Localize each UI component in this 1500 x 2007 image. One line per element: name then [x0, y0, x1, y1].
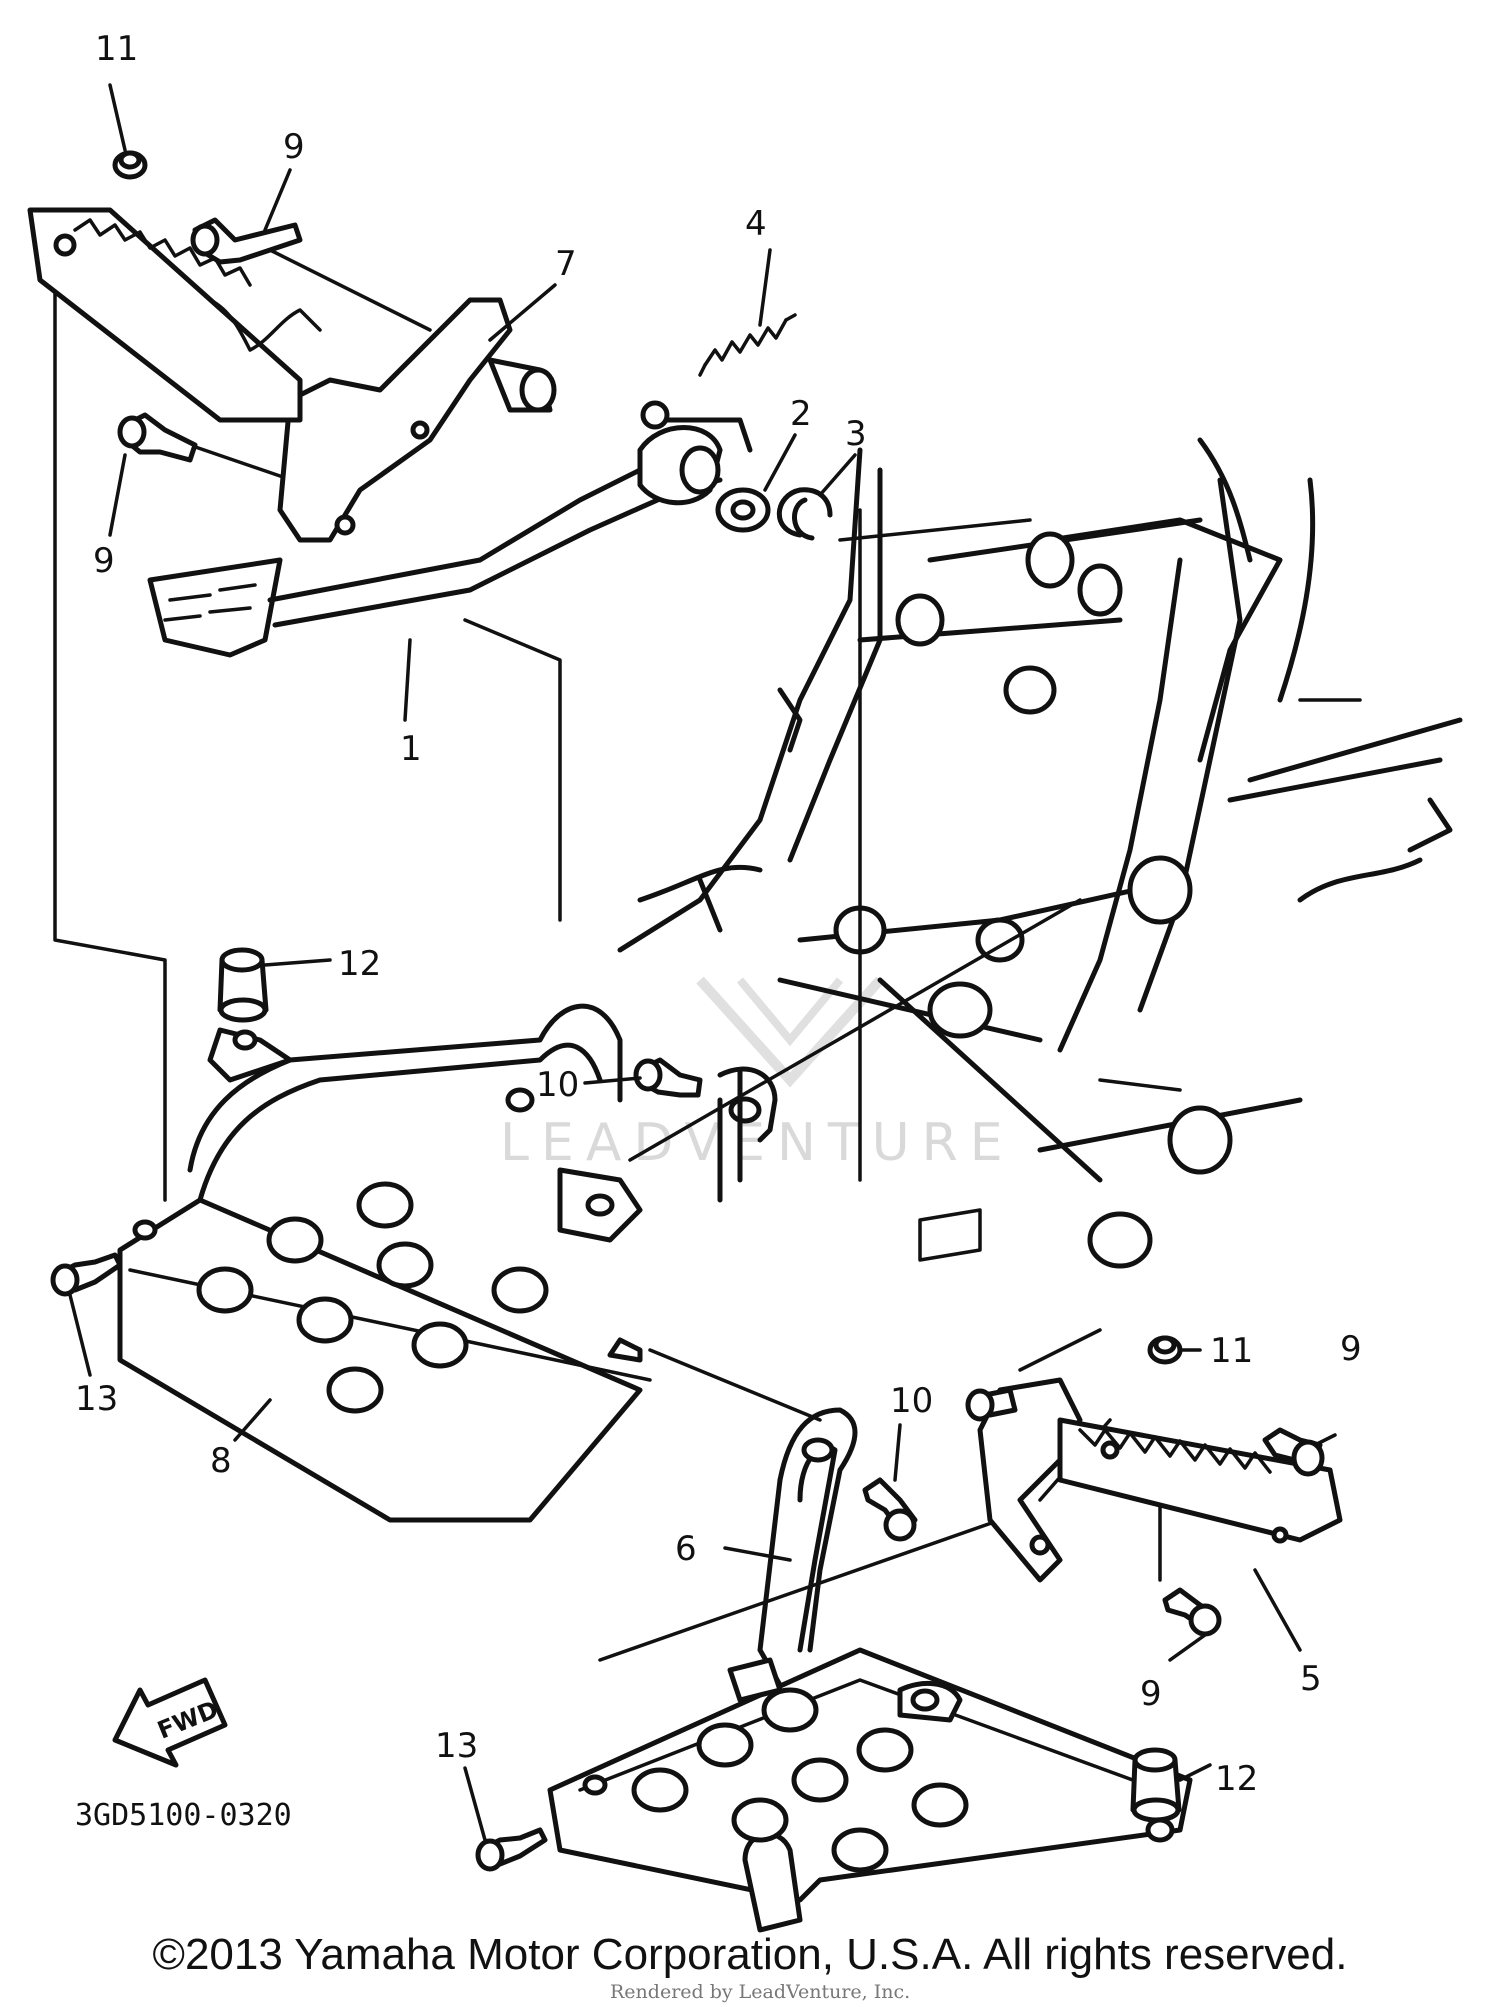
callout-8: 8: [210, 1441, 232, 1481]
flange-bolt-icon: [190, 217, 303, 265]
callout-7: 7: [555, 244, 577, 284]
callout-labels: 11 9 7 4 2 3 9 1 12 10 13 8 11 9 10 6 9 …: [75, 29, 1362, 1799]
flange-bolt-icon: [1262, 1427, 1325, 1477]
watermark: LEADVENTURE: [500, 976, 1015, 1173]
diagram-part-code: 3GD5100-0320: [75, 1798, 292, 1833]
callout-3: 3: [845, 414, 867, 454]
callout-13: 13: [435, 1726, 478, 1766]
callout-10: 10: [890, 1381, 933, 1421]
alignment-lines: [53, 248, 1362, 1662]
flange-bolt-icon: [633, 1057, 703, 1098]
pedal-bracket-illustration: [277, 297, 557, 543]
frame-illustration: [617, 437, 1463, 1269]
callout-1: 1: [400, 729, 422, 769]
grommet-icon: [1130, 1747, 1182, 1823]
grommet-icon: [217, 947, 269, 1023]
copyright-notice: ©2013 Yamaha Motor Corporation, U.S.A. A…: [152, 1930, 1348, 1979]
callout-2: 2: [790, 394, 812, 434]
flange-bolt-icon: [117, 412, 198, 463]
callout-13: 13: [75, 1379, 118, 1419]
callout-12: 12: [338, 944, 381, 984]
brake-pedal-illustration: [147, 400, 753, 658]
washer-illustration: [715, 487, 771, 533]
callout-9: 9: [93, 541, 115, 581]
flange-bolt-icon: [862, 1477, 918, 1542]
callout-9: 9: [1140, 1674, 1162, 1714]
flange-nut-icon: [1147, 1335, 1183, 1365]
leader-lines: [68, 83, 1337, 1842]
fasteners: [50, 150, 1325, 1872]
spring-illustration: [698, 313, 797, 377]
callout-11: 11: [1210, 1331, 1253, 1371]
callout-5: 5: [1300, 1659, 1322, 1699]
rendered-by-text: Rendered by LeadVenture, Inc.: [610, 1981, 910, 2003]
left-footpeg-illustration: [27, 207, 322, 423]
callout-4: 4: [745, 204, 767, 244]
watermark-text: LEADVENTURE: [500, 1113, 1015, 1173]
left-guard-illustration: [117, 1003, 778, 1523]
callout-9: 9: [283, 127, 305, 167]
flange-bolt-icon: [475, 1827, 548, 1872]
flange-bolt-icon: [1162, 1587, 1222, 1637]
callout-12: 12: [1215, 1759, 1258, 1799]
circlip-illustration: [776, 487, 833, 541]
callout-9: 9: [1340, 1329, 1362, 1369]
flange-nut-icon: [112, 150, 148, 180]
right-footpeg-illustration: [965, 1377, 1343, 1583]
callout-10: 10: [536, 1065, 579, 1105]
flange-bolt-icon: [50, 1252, 123, 1297]
callout-11: 11: [95, 29, 138, 69]
fwd-arrow-icon: FWD: [112, 1677, 228, 1768]
right-guard-illustration: [547, 1407, 1193, 1933]
callout-6: 6: [675, 1529, 697, 1569]
